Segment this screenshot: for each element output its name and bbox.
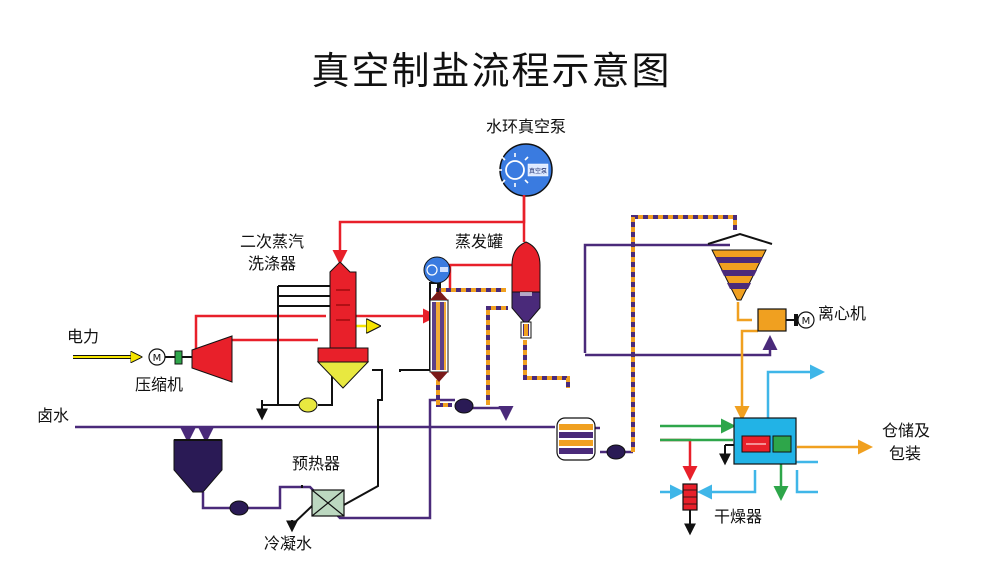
brine-label: 卤水: [37, 406, 70, 425]
dryer-label: 干燥器: [714, 507, 763, 526]
compressor: M: [148, 335, 233, 383]
slurry-lines: [436, 215, 737, 452]
salt-hopper: [707, 232, 773, 301]
thickener-tank: [556, 417, 596, 461]
secondary-steam-scrubber: [316, 261, 370, 389]
svg-text:M: M: [153, 353, 162, 364]
svg-text:M: M: [802, 316, 811, 327]
small-vacuum-pump: [423, 256, 451, 292]
condenser-column: [429, 290, 449, 382]
page-title: 真空制盐流程示意图: [311, 49, 672, 93]
brine-tank: [173, 439, 223, 493]
centrifuge-label: 离心机: [818, 304, 867, 323]
steam-lines: [194, 195, 526, 355]
vacuum-pump-label: 水环真空泵: [486, 117, 567, 136]
evaporator-label: 蒸发罐: [455, 232, 504, 251]
water-ring-vacuum-pump-icon: 真空泵: [498, 143, 553, 197]
preheater-label: 预热器: [292, 454, 341, 473]
compressor-label: 压缩机: [135, 375, 184, 394]
storage-label-line1: 仓储及: [882, 421, 931, 440]
pump-inner-label: 真空泵: [529, 167, 547, 175]
scrubber-label-line2: 洗涤器: [248, 254, 297, 273]
scrubber-label-line1: 二次蒸汽: [240, 232, 305, 251]
storage-label-line2: 包装: [889, 444, 922, 463]
product-lines: [734, 302, 873, 455]
dryer: [733, 417, 797, 465]
scrubber-trays: [277, 285, 330, 330]
air-heater: [682, 483, 698, 511]
electricity-label: 电力: [67, 327, 100, 346]
preheater: [311, 489, 345, 517]
circulation-pumps: [229, 397, 626, 516]
centrifuge: M: [757, 308, 815, 332]
condensate-label: 冷凝水: [264, 534, 313, 553]
air-lines: [660, 364, 825, 501]
evaporator: [511, 195, 541, 339]
